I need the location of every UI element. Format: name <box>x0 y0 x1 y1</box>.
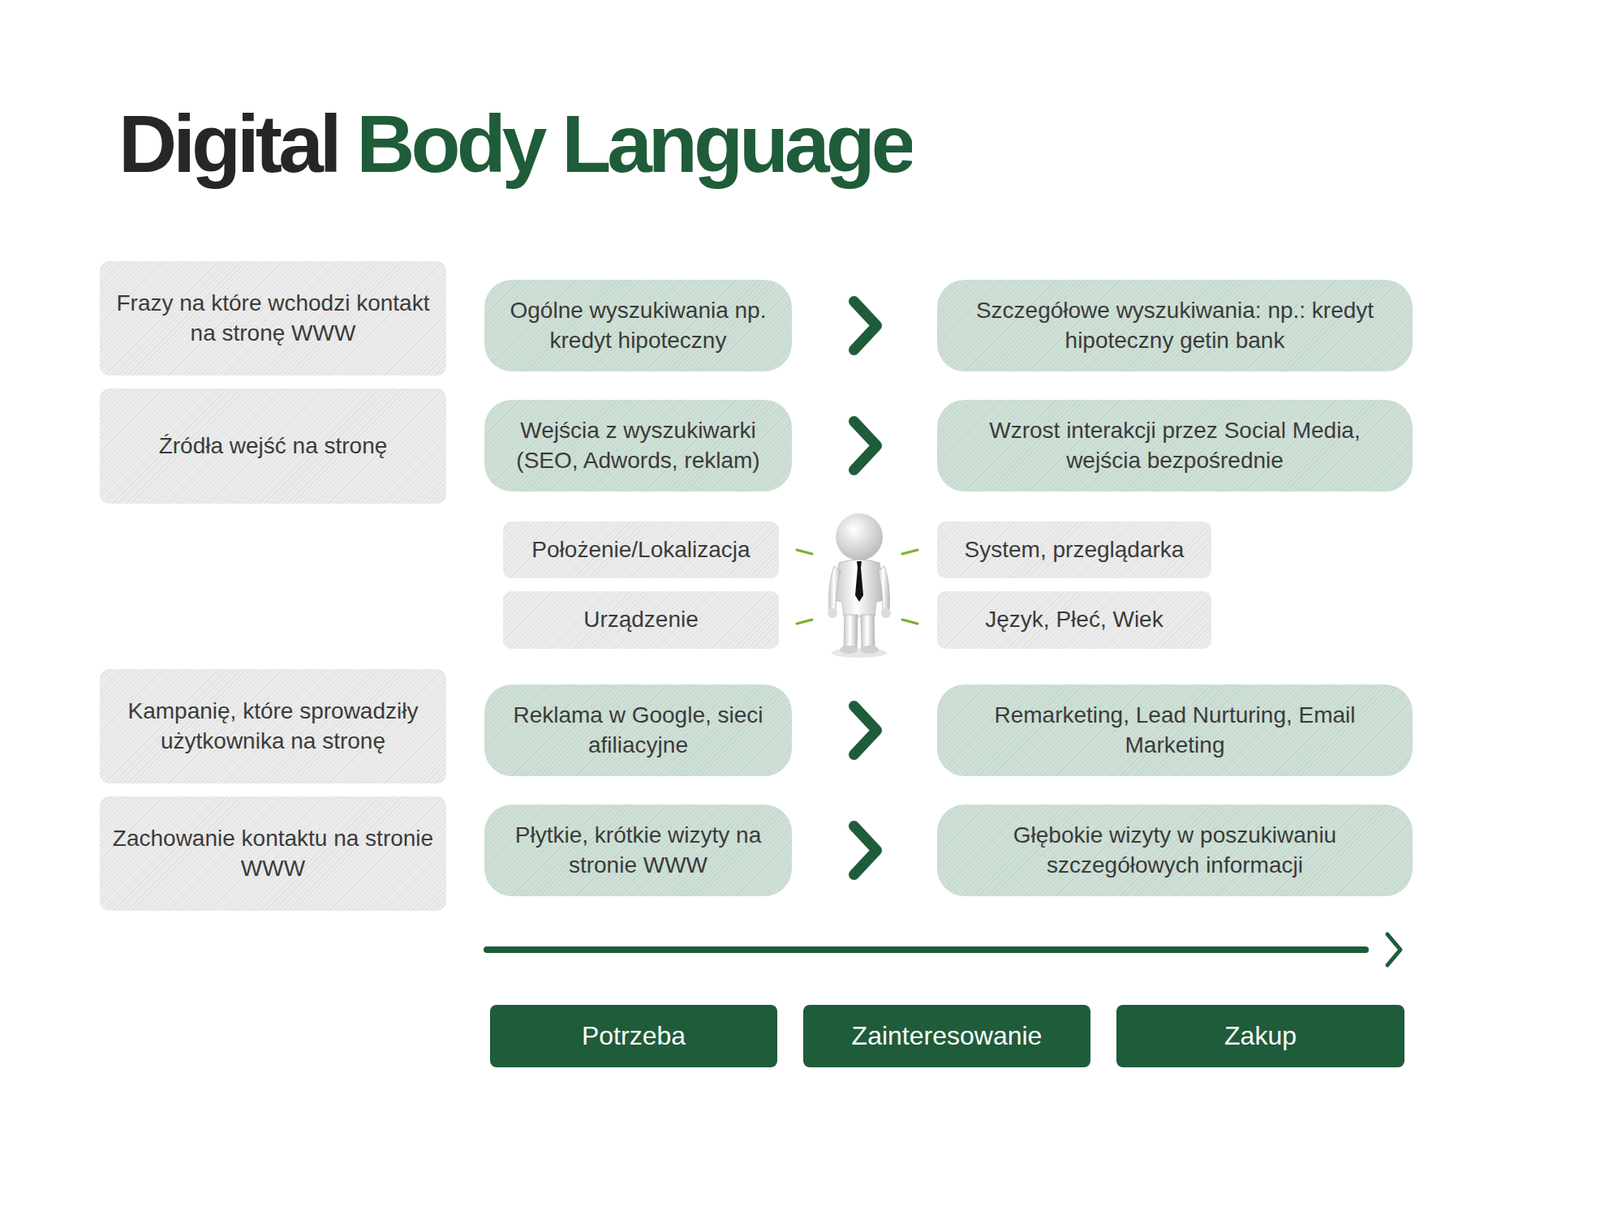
text-stack: Zakup <box>1224 1019 1297 1054</box>
text-stack: Frazy na które wchodzi kontakt na stronę… <box>111 288 435 349</box>
stage-box: Wzrost interakcji przez Social Media, we… <box>937 400 1413 492</box>
chevron-connector <box>791 301 938 351</box>
timeline-arrow <box>486 934 1401 966</box>
diagram-title: Digital Body Language <box>118 97 912 191</box>
chevron-head <box>854 706 878 756</box>
node-text: Położenie/Lokalizacja <box>531 535 750 565</box>
stage-box: Reklama w Google, sieci afiliacyjne <box>484 684 792 777</box>
text-stack: Remarketing, Lead Nurturing, Email Marke… <box>951 701 1398 761</box>
text-stack: Źródła wejść na stronę <box>159 431 388 461</box>
phase-button: Zakup <box>1116 1005 1405 1068</box>
node-text: Urządzenie <box>583 605 699 635</box>
stage-box: Głębokie wizyty w poszukiwaniu szczegóło… <box>937 804 1413 897</box>
text-stack: Wzrost interakcji przez Social Media, we… <box>951 416 1398 476</box>
chevron-connector <box>791 421 938 471</box>
category-box: Zachowanie kontaktu na stronie WWW <box>99 796 447 912</box>
text-stack: Zachowanie kontaktu na stronie WWW <box>111 824 435 884</box>
node-text: Język, Płeć, Wiek <box>984 605 1163 635</box>
node-text: Potrzeba <box>581 1019 686 1054</box>
text-stack: Ogólne wyszukiwania np. kredyt hipoteczn… <box>498 296 778 356</box>
text-stack: Zainteresowanie <box>851 1019 1043 1054</box>
text-stack: Kampanię, które sprowadziły użytkownika … <box>111 696 435 757</box>
node-text: Zainteresowanie <box>851 1019 1043 1054</box>
attribute-box: Położenie/Lokalizacja <box>503 521 779 579</box>
text-stack: Wejścia z wyszukiwarki (SEO, Adwords, re… <box>498 416 778 476</box>
text-stack: Położenie/Lokalizacja <box>531 535 750 565</box>
chevron-head <box>854 301 878 351</box>
node-text: Płytkie, krótkie wizyty na stronie WWW <box>498 821 778 881</box>
connector-path <box>791 850 938 852</box>
category-box: Frazy na które wchodzi kontakt na stronę… <box>99 261 447 376</box>
chevron-connector <box>791 706 938 756</box>
attribute-box: Urządzenie <box>503 591 779 650</box>
phase-button: Potrzeba <box>490 1005 778 1068</box>
node-text: Zachowanie kontaktu na stronie WWW <box>111 824 435 884</box>
text-stack: Urządzenie <box>583 605 699 635</box>
stage-box: Płytkie, krótkie wizyty na stronie WWW <box>484 804 792 897</box>
stage-box: Ogólne wyszukiwania np. kredyt hipoteczn… <box>484 279 792 372</box>
text-stack: Szczegółowe wyszukiwania: np.: kredyt hi… <box>951 296 1398 356</box>
node-text: Zakup <box>1224 1019 1297 1054</box>
stage-box: Wejścia z wyszukiwarki (SEO, Adwords, re… <box>484 400 792 492</box>
node-text: Wzrost interakcji przez Social Media, we… <box>951 416 1398 476</box>
chevron-head <box>854 421 878 471</box>
stage-box: Szczegółowe wyszukiwania: np.: kredyt hi… <box>937 279 1413 372</box>
chevron-head <box>854 826 878 876</box>
node-text: Źródła wejść na stronę <box>159 431 388 461</box>
attribute-box: Język, Płeć, Wiek <box>937 591 1212 650</box>
text-stack: Potrzeba <box>581 1019 686 1054</box>
attribute-box: System, przeglądarka <box>937 521 1212 579</box>
node-text: Kampanię, które sprowadziły użytkownika … <box>111 696 435 757</box>
phase-button: Zainteresowanie <box>803 1005 1091 1068</box>
text-stack: Reklama w Google, sieci afiliacyjne <box>498 701 778 761</box>
text-stack: Płytkie, krótkie wizyty na stronie WWW <box>498 821 778 881</box>
node-text: Szczegółowe wyszukiwania: np.: kredyt hi… <box>951 296 1398 356</box>
leader-dashes <box>796 550 918 624</box>
text-stack: Język, Płeć, Wiek <box>984 605 1163 635</box>
category-box: Kampanię, które sprowadziły użytkownika … <box>99 669 447 784</box>
node-text: Frazy na które wchodzi kontakt na stronę… <box>111 288 435 349</box>
connector-path <box>791 730 938 732</box>
node-text: Remarketing, Lead Nurturing, Email Marke… <box>951 701 1398 761</box>
chevron-connector <box>791 826 938 876</box>
person-figure <box>827 513 891 659</box>
text-stack: System, przeglądarka <box>964 535 1185 565</box>
node-text: Głębokie wizyty w poszukiwaniu szczegóło… <box>951 821 1398 881</box>
node-text: System, przeglądarka <box>964 535 1185 565</box>
stage-box: Remarketing, Lead Nurturing, Email Marke… <box>937 684 1413 777</box>
node-text: Reklama w Google, sieci afiliacyjne <box>498 701 778 761</box>
node-text: Ogólne wyszukiwania np. kredyt hipoteczn… <box>498 296 778 356</box>
category-box: Źródła wejść na stronę <box>99 388 447 504</box>
node-text: Wejścia z wyszukiwarki (SEO, Adwords, re… <box>498 416 778 476</box>
connector-path <box>791 445 938 447</box>
connector-path <box>791 325 938 327</box>
text-stack: Głębokie wizyty w poszukiwaniu szczegóło… <box>951 821 1398 881</box>
